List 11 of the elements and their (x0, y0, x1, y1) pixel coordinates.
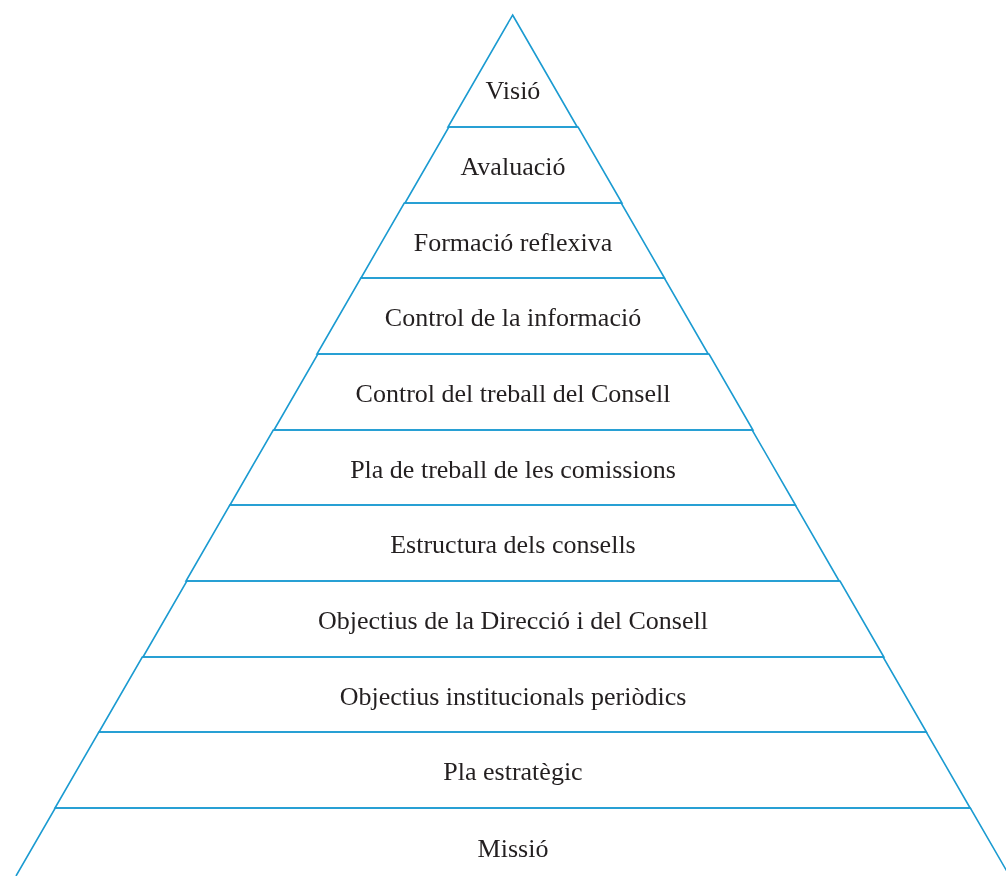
level-label: Control del treball del Consell (355, 379, 671, 409)
level-label: Visió (485, 76, 541, 106)
level-label: Objectius institucionals periòdics (339, 682, 687, 711)
level-label: Missió (477, 834, 549, 864)
level-label: Pla de treball de les comissions (350, 455, 676, 484)
level-label: Control de la informació (384, 303, 642, 333)
level-label: Objectius de la Direcció i del Consell (318, 606, 708, 636)
level-label: Estructura dels consells (390, 530, 636, 560)
level-label: Pla estratègic (443, 757, 583, 787)
level-label: Avaluació (460, 152, 566, 182)
level-label: Formació reflexiva (413, 228, 613, 257)
